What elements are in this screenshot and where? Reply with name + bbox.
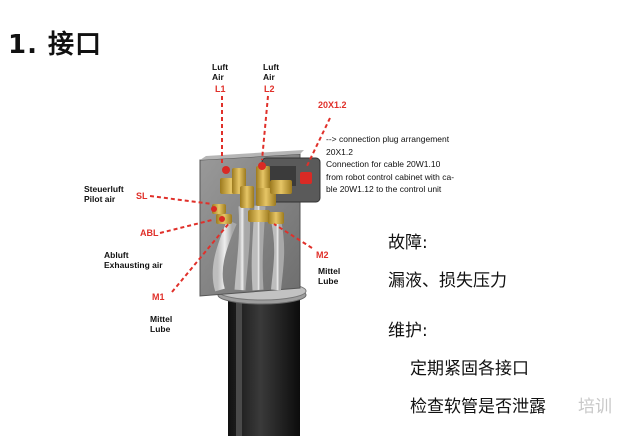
code-abl: ABL <box>140 228 159 238</box>
leader-lines <box>149 95 331 293</box>
code-l1: L1 <box>215 84 226 94</box>
label-m2-en: Lube <box>318 276 339 286</box>
code-m1: M1 <box>152 292 165 302</box>
label-luft-2-en: Air <box>263 72 275 82</box>
maintenance-heading: 维护: <box>388 321 428 341</box>
label-luft-1-de: Luft <box>212 62 229 72</box>
label-steuerluft: Steuerluft Pilot air <box>84 184 124 204</box>
brass-fittings <box>211 162 292 224</box>
hose-m1 <box>212 220 237 292</box>
connection-desc-line-1: --> connection plug arrangement <box>326 134 450 144</box>
connection-desc-line-4: from robot control cabinet with ca- <box>326 171 455 182</box>
label-m2: Mittel Lube <box>318 266 340 286</box>
label-m1-en: Lube <box>150 324 171 334</box>
maintenance-item-2: 检查软管是否泄露 <box>410 397 546 417</box>
fault-heading: 故障: <box>388 233 428 253</box>
label-m1: Mittel Lube <box>150 314 172 334</box>
code-sl: SL <box>136 191 148 201</box>
connection-desc-line-5: ble 20W1.12 to the control unit <box>326 184 442 194</box>
maintenance-item-1: 定期紧固各接口 <box>410 359 529 379</box>
connection-description: --> connection plug arrangement 20X1.2 C… <box>326 133 476 196</box>
label-steuerluft-de: Steuerluft <box>84 184 124 194</box>
hose-right <box>271 219 285 291</box>
code-20x1-2: 20X1.2 <box>318 100 347 110</box>
label-steuerluft-en: Pilot air <box>84 194 116 204</box>
hose-left <box>234 205 251 291</box>
label-m1-de: Mittel <box>150 314 173 324</box>
connection-desc-line-2: 20X1.2 <box>326 146 353 157</box>
code-l2: L2 <box>264 84 275 94</box>
connection-desc-line-3: Connection for cable 20W1.10 <box>326 159 441 169</box>
label-luft-2-de: Luft <box>263 62 280 72</box>
label-m2-de: Mittel <box>318 266 341 276</box>
code-m2: M2 <box>316 250 329 260</box>
label-luft-1-en: Air <box>212 72 224 82</box>
label-abluft-en: Exhausting air <box>104 260 163 270</box>
label-luft-1: Luft Air <box>212 62 228 82</box>
label-abluft: Abluft Exhausting air <box>104 250 163 270</box>
label-luft-2: Luft Air <box>263 62 279 82</box>
label-abluft-de: Abluft <box>104 250 129 260</box>
page-title: 1. 接口 <box>8 30 103 60</box>
fault-text: 漏液、损失压力 <box>388 271 507 291</box>
watermark-text: 培训 <box>578 397 612 417</box>
